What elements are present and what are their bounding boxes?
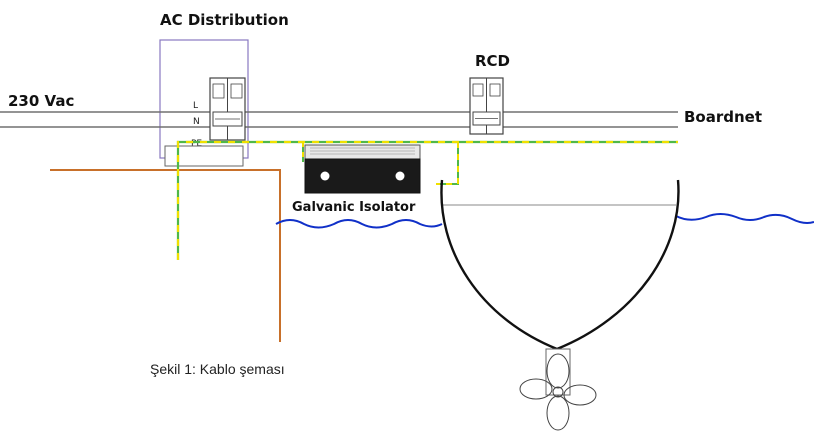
propeller-icon — [519, 353, 597, 431]
galvanic-isolator-label: Galvanic Isolator — [292, 200, 416, 215]
voltage-label: 230 Vac — [8, 92, 74, 110]
protective-earth-wire — [176, 140, 678, 260]
figure-caption: Şekil 1: Kablo şeması — [150, 361, 285, 377]
circuit-breaker-icon — [209, 77, 246, 141]
rcd-breaker-icon — [469, 77, 504, 135]
rcd-label: RCD — [475, 52, 510, 70]
shore-earth-cable — [50, 169, 281, 342]
boardnet-label: Boardnet — [684, 108, 762, 126]
terminal-pe-label: PE — [191, 139, 202, 149]
water-surface-right — [675, 213, 814, 224]
ac-distribution-label: AC Distribution — [160, 11, 289, 29]
water-surface-left — [275, 219, 443, 229]
terminal-l-label: L — [193, 101, 198, 111]
panel-base-connector — [164, 145, 244, 167]
terminal-n-label: N — [193, 117, 200, 127]
galvanic-isolator-icon — [304, 144, 421, 194]
